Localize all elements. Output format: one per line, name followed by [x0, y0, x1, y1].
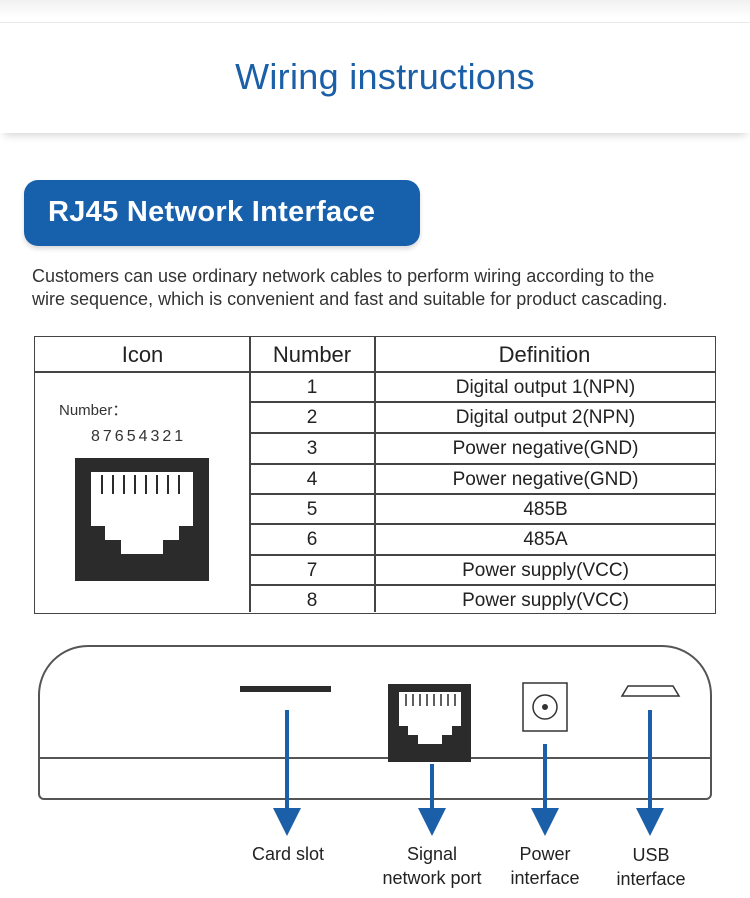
device-ports-illustration [240, 682, 681, 836]
pin-number-label: Number： [59, 402, 128, 419]
table-divider [249, 337, 251, 612]
page-title: Wiring instructions [235, 56, 535, 97]
section-heading: RJ45 Network Interface [24, 180, 420, 246]
power-interface-label: Power interface [500, 842, 590, 890]
row-definition: Power negative(GND) [452, 438, 639, 459]
column-header-icon: Icon [121, 342, 164, 367]
top-band [0, 0, 750, 18]
table-divider [374, 337, 376, 612]
table-row-rule [249, 554, 715, 556]
card-slot-icon [240, 686, 331, 692]
device-seam [38, 757, 712, 759]
table-row-rule [249, 432, 715, 434]
header-bar [0, 22, 750, 133]
row-definition: Digital output 2(NPN) [455, 407, 636, 428]
device-body [38, 645, 712, 800]
table-row-rule [249, 401, 715, 403]
label-line: network port [382, 868, 482, 888]
column-header-definition: Definition [498, 342, 591, 367]
description-line: wire sequence, which is convenient and f… [32, 289, 668, 309]
row-number: 3 [306, 438, 318, 459]
row-number: 6 [306, 529, 318, 550]
section-description: Customers can use ordinary network cable… [32, 265, 732, 311]
label-line: USB [632, 845, 670, 865]
rj45-port-icon [388, 684, 471, 762]
pin-definition-table: Icon Number Definition 1 Digital output … [34, 336, 716, 614]
signal-port-label: Signal network port [372, 842, 492, 890]
table-header-rule [35, 371, 715, 373]
row-definition: Power supply(VCC) [462, 590, 629, 611]
table-row-rule [249, 523, 715, 525]
row-number: 7 [306, 560, 318, 581]
usb-port-icon [620, 685, 681, 697]
table-row-rule [249, 584, 715, 586]
label-line: interface [616, 869, 686, 889]
label-line: Power [519, 844, 571, 864]
row-definition: 485A [523, 529, 568, 550]
row-number: 4 [306, 469, 318, 490]
label-line: Signal [406, 844, 458, 864]
label-line: interface [510, 868, 580, 888]
description-line: Customers can use ordinary network cable… [32, 266, 655, 286]
column-header-number: Number [272, 342, 352, 367]
dc-power-jack-icon [522, 682, 568, 732]
row-definition: 485B [523, 499, 568, 520]
label-line: Card slot [251, 844, 325, 864]
row-number: 5 [306, 499, 318, 520]
row-number: 1 [306, 377, 318, 398]
rj45-port-icon [75, 458, 209, 581]
row-definition: Power supply(VCC) [462, 560, 629, 581]
usb-interface-label: USB interface [606, 843, 696, 891]
card-slot-label: Card slot [238, 842, 338, 866]
row-definition: Power negative(GND) [452, 469, 639, 490]
table-row-rule [249, 463, 715, 465]
row-number: 2 [306, 407, 318, 428]
pin-number-sequence: 87654321 [91, 428, 187, 445]
table-row-rule [249, 493, 715, 495]
row-number: 8 [306, 590, 318, 611]
section-heading-label: RJ45 Network Interface [48, 196, 376, 228]
row-definition: Digital output 1(NPN) [455, 377, 636, 398]
